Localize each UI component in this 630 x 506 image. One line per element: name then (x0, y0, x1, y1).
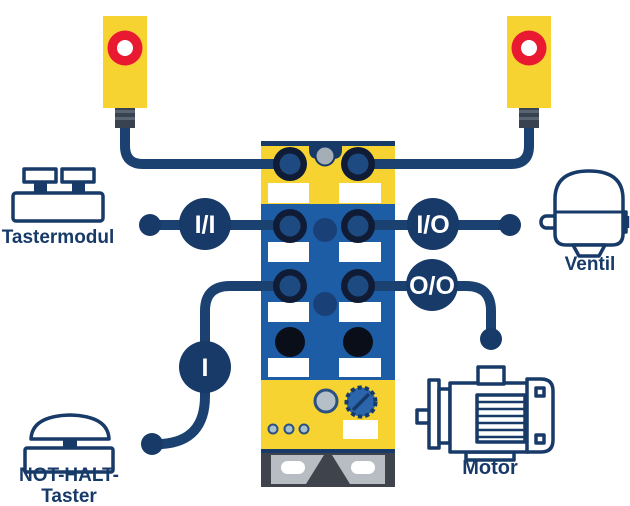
not-halt-label-line1: NOT-HALT- (19, 465, 119, 486)
valve-icon (539, 169, 630, 258)
connection-badge-io: I/O (407, 198, 459, 250)
module-port (273, 209, 307, 243)
mounting-hole (281, 461, 305, 474)
connection-label: I (202, 354, 209, 382)
connection-label: O/O (409, 272, 455, 300)
connection-badge-ii: I/I (179, 198, 231, 250)
module-port (273, 147, 307, 181)
connection-badge-i: I (179, 341, 231, 393)
light-barrier-sensor-left-icon (103, 16, 147, 128)
module-top-screw (314, 145, 336, 167)
connection-badge-oo: O/O (406, 259, 458, 311)
ventil-label: Ventil (565, 254, 616, 275)
module-port (341, 209, 375, 243)
cable-sensor-left (120, 115, 295, 169)
module-mounting-hole (313, 218, 337, 242)
cables (120, 115, 534, 455)
connection-label: I/O (416, 211, 449, 239)
connection-label: I/I (195, 211, 216, 239)
module-port (273, 269, 307, 303)
io-module-details (261, 141, 395, 487)
cable-ii-end-dot (139, 214, 161, 236)
module-bottom-label-plate (343, 420, 378, 439)
cable-i-end-dot (141, 433, 163, 455)
module-port-unused (343, 327, 373, 357)
motor-label: Motor (462, 457, 518, 479)
light-barrier-sensor-right-icon (507, 16, 551, 128)
cable-io-end-dot (499, 214, 521, 236)
status-leds (267, 423, 310, 435)
cable-oo-end-dot (480, 328, 502, 350)
tastermodul-label: Tastermodul (2, 227, 115, 248)
cable-oo (353, 281, 496, 335)
module-port (341, 147, 375, 181)
module-label-plates (268, 183, 381, 377)
cable-sensor-right (353, 115, 534, 169)
motor-icon (415, 365, 555, 462)
not-halt-label-line2: Taster (41, 486, 97, 506)
module-port (341, 269, 375, 303)
button-module-icon (11, 167, 105, 223)
module-mounting-hole (313, 292, 337, 316)
module-port-unused (275, 327, 305, 357)
motor-fins (477, 400, 525, 439)
rotary-switch (344, 385, 378, 419)
mounting-hole (351, 461, 375, 474)
emergency-stop-button-icon (23, 413, 115, 474)
module-base (261, 449, 395, 487)
module-button (313, 388, 339, 414)
